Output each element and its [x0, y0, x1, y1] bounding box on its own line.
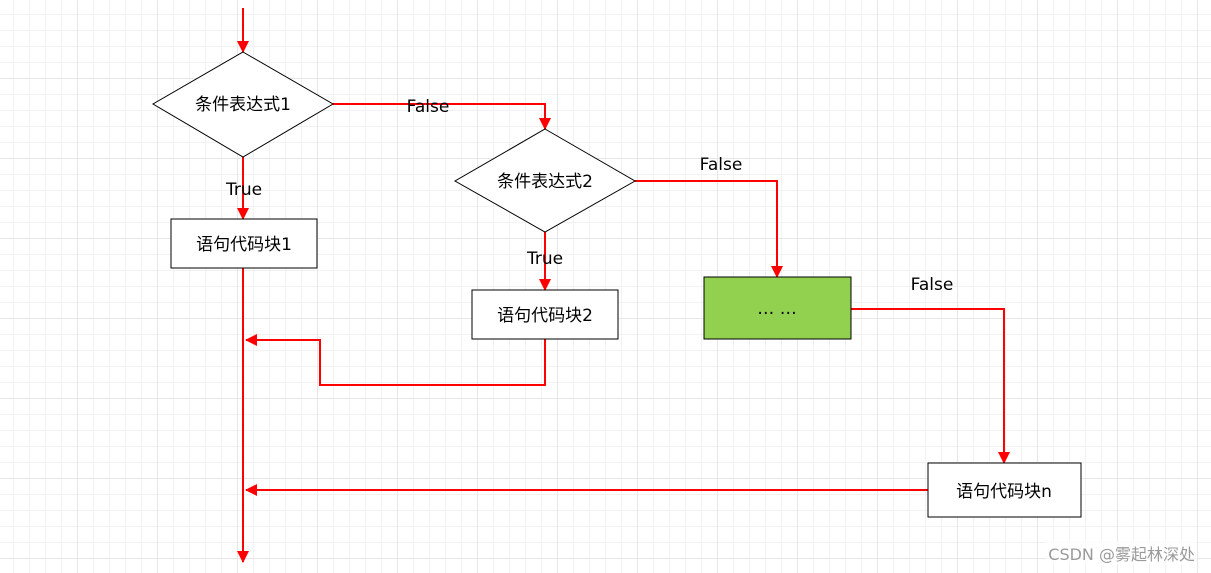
more-blocks-label: … … [757, 299, 796, 319]
more-false-arrow [851, 308, 1010, 464]
more-blocks-box [703, 276, 852, 340]
block-2-box [471, 289, 619, 340]
flow-connectors [237, 8, 1010, 563]
more-false-label: False [911, 275, 954, 295]
block-n-process: 语句代码块n [927, 462, 1082, 518]
cond2-true-label: True [526, 249, 563, 269]
cond1-true-label: True [225, 180, 262, 200]
block-1-box [170, 218, 318, 269]
more-blocks-process: … … [703, 276, 852, 340]
cond1-false-label: False [407, 97, 450, 117]
block-2-label: 语句代码块2 [497, 306, 593, 326]
block2-return-arrow [245, 334, 546, 386]
condition-2-decision: 条件表达式2 [453, 128, 637, 233]
block-1-label: 语句代码块1 [196, 235, 292, 255]
condition-1-label: 条件表达式1 [195, 95, 291, 115]
cond2-false-label: False [700, 155, 743, 175]
condition-2-label: 条件表达式2 [497, 172, 593, 192]
condition-1-decision: 条件表达式1 [152, 51, 334, 158]
cond2-false-arrow [635, 180, 783, 278]
condition-2-diamond [453, 128, 637, 233]
block-n-box [927, 462, 1082, 518]
block-n-label: 语句代码块n [956, 482, 1052, 502]
block-2-process: 语句代码块2 [471, 289, 619, 340]
cond1-false-arrow [333, 103, 551, 130]
csdn-watermark: CSDN @雾起林深处 [1046, 541, 1197, 565]
condition-1-diamond [152, 51, 334, 158]
block-1-process: 语句代码块1 [170, 218, 318, 269]
